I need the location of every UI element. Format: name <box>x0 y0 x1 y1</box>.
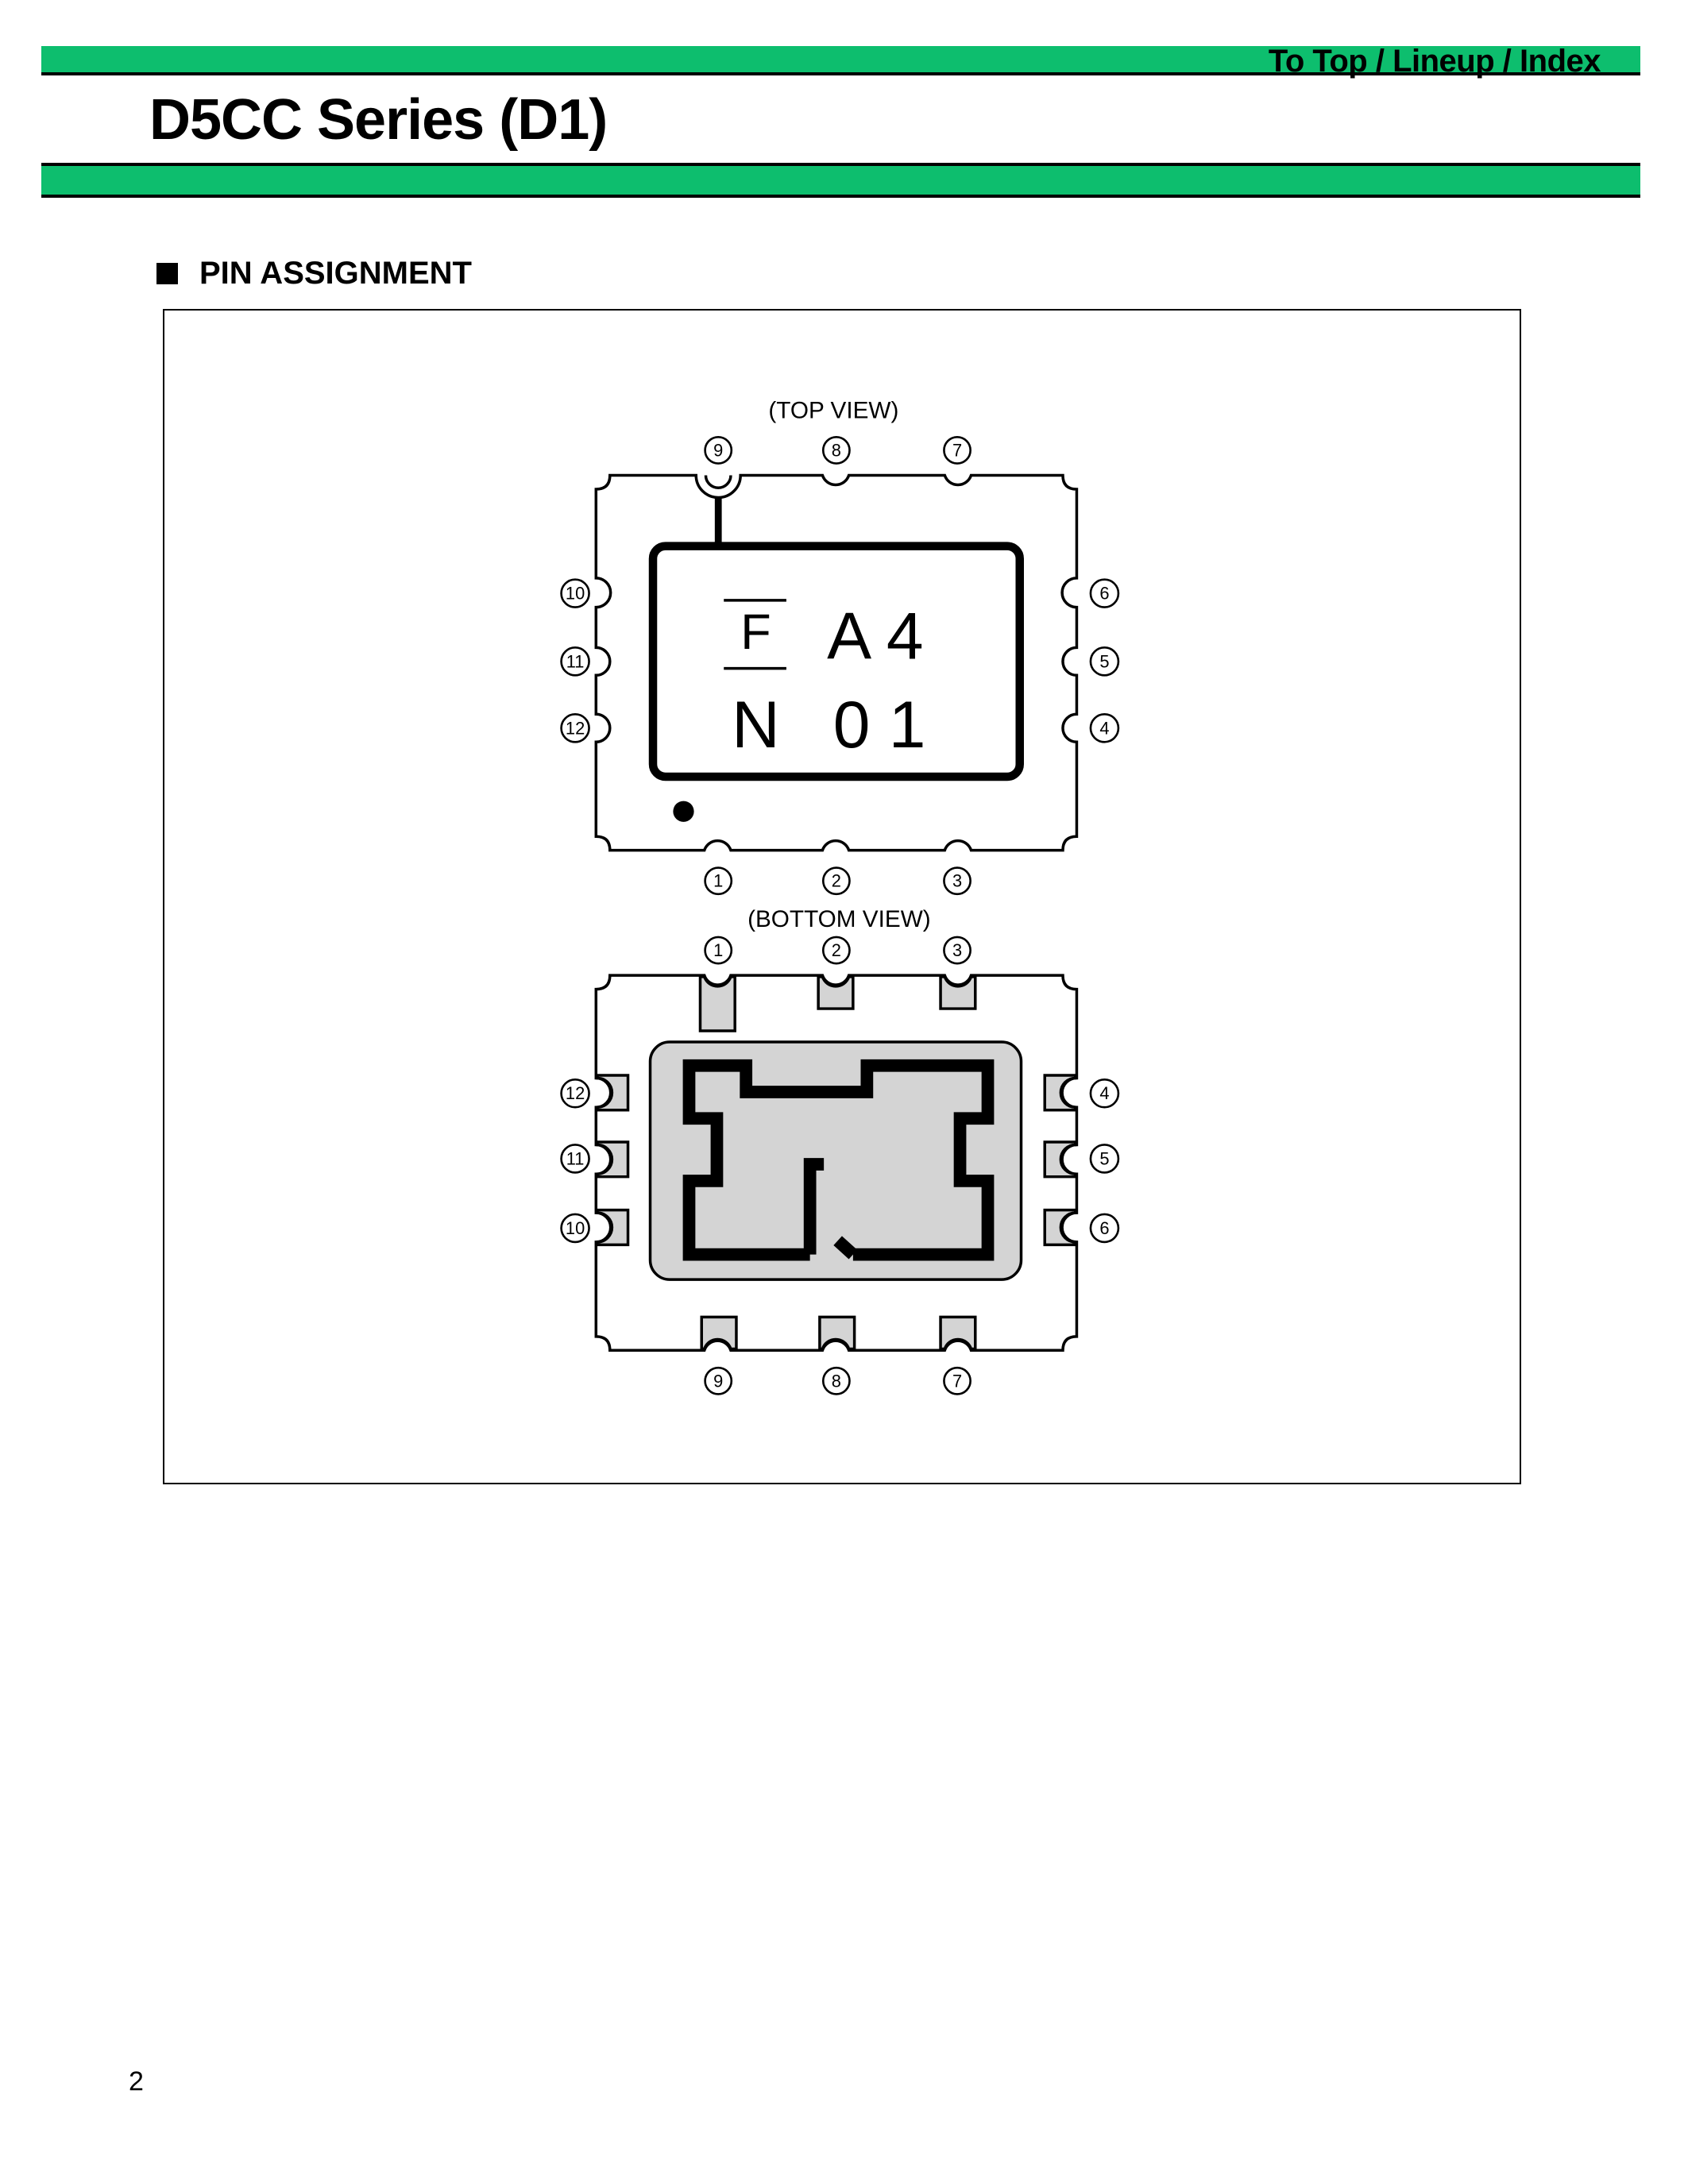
figure-frame <box>163 309 1521 1484</box>
header-band-bottom <box>41 163 1640 198</box>
nav-link-top[interactable]: To Top <box>1268 44 1368 79</box>
section-heading-text: PIN ASSIGNMENT <box>199 256 472 291</box>
nav-links: To Top / Lineup / Index <box>1269 44 1601 79</box>
black-square-icon <box>156 263 178 284</box>
nav-link-index[interactable]: Index <box>1520 44 1601 79</box>
nav-separator: / <box>1494 44 1520 79</box>
page-number: 2 <box>129 2066 144 2097</box>
section-heading: PIN ASSIGNMENT <box>156 256 472 291</box>
nav-link-lineup[interactable]: Lineup <box>1393 44 1495 79</box>
page-title: D5CC Series (D1) <box>149 88 608 152</box>
header-band-top <box>41 46 1640 75</box>
nav-separator: / <box>1367 44 1393 79</box>
